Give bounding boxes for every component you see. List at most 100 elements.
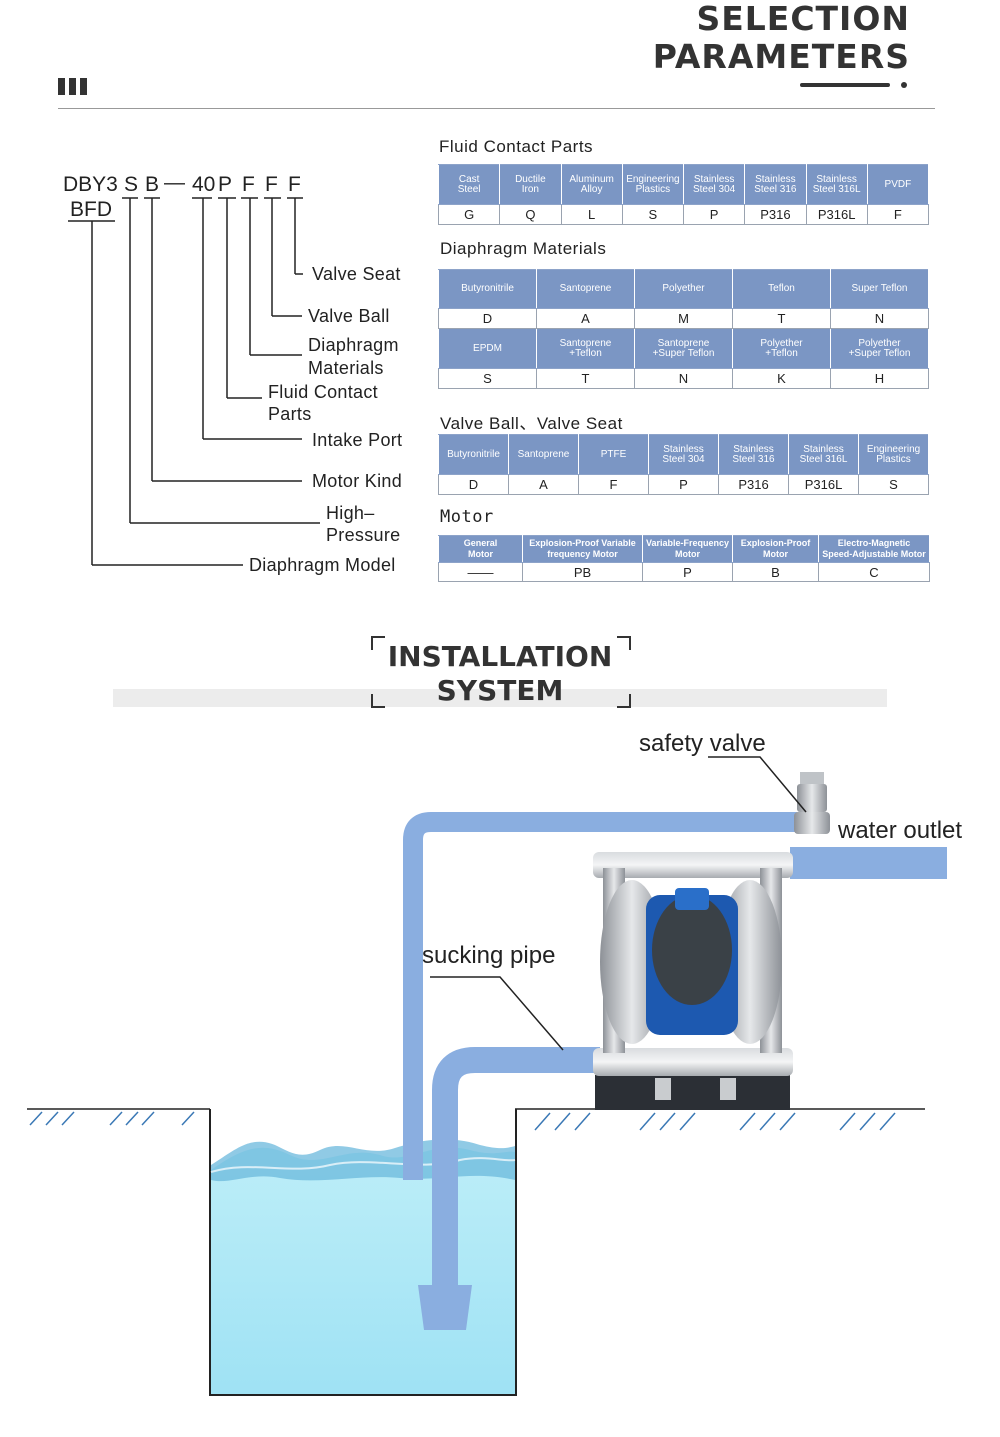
water-wave [211,1139,515,1182]
label-fluid-contact-1: Fluid Contact [268,382,378,402]
vb-header-2: PTFE [578,434,649,475]
callout-lines [430,756,807,1051]
bracket-br [617,694,631,708]
label-valve-seat: Valve Seat [312,264,401,284]
dm-header-0: Butyronitrile [438,269,537,309]
water-body [211,1147,515,1394]
mt-code-4: C [818,562,930,582]
installation-diagram [27,756,947,1396]
code-prefix: DBY3 [63,173,118,196]
dm2-header-3: Polyether+Teflon [732,328,831,369]
section-bars-icon [58,78,91,100]
installation-title-1: INSTALLATION [387,640,613,673]
dm2-header-0: EPDM [438,328,537,369]
fc-code-6: P316L [805,204,868,225]
page-title: SELECTION PARAMETERS [653,0,910,76]
diaphragm-table: Butyronitrile Santoprene Polyether Teflo… [438,269,929,389]
dm2-header-2: Santoprene+Super Teflon [634,328,733,369]
return-pipe [403,812,805,1180]
title-line-1: SELECTION [696,0,910,38]
bracket-bl [371,694,385,708]
fc-header-7: PVDF [866,164,930,205]
mt-code-3: B [732,562,819,582]
dm2-code-0: S [438,368,537,389]
vb-code-5: P316L [788,474,859,495]
dm2-code-1: T [536,368,635,389]
fc-code-4: P [682,204,746,225]
ground-right [515,1108,925,1131]
diaphragm-pump-image [593,852,793,1110]
fc-code-2: L [560,204,623,225]
vb-code-0: D [438,474,509,495]
label-diaphragm-model: Diaphragm Model [249,555,396,575]
water-highlight [210,1157,516,1173]
dm-code-2: M [634,308,733,329]
code-p: P [218,173,233,196]
installation-title-2: SYSTEM [436,674,564,707]
code-f3: F [288,173,301,196]
dm-code-3: T [732,308,831,329]
code-leader-lines [68,197,320,566]
dm2-code-2: N [634,368,733,389]
bracket-tr [617,636,631,650]
fluid-contact-title: Fluid Contact Parts [439,137,594,156]
dm-code-1: A [536,308,635,329]
label-high-pressure-1: High– [326,503,375,523]
label-high-pressure-2: Pressure [326,525,401,545]
code-f1: F [242,173,255,196]
motor-title: Motor [440,507,494,527]
code-size: 40 [192,173,216,196]
safety-valve-image [794,772,830,834]
label-intake-port: Intake Port [312,430,403,450]
dm-code-0: D [438,308,537,329]
code-b: B [145,173,160,196]
label-diaphragm-materials-2: Materials [308,358,384,378]
vb-header-1: Santoprene [508,434,579,475]
title-underline [800,83,890,87]
vb-code-3: P [648,474,719,495]
water-outlet-label: water outlet [838,817,963,844]
code-dash: — [164,171,185,194]
fc-code-7: F [866,204,930,225]
dm2-header-1: Santoprene+Teflon [536,328,635,369]
vb-code-2: F [578,474,649,495]
vb-code-1: A [508,474,579,495]
fc-code-1: Q [499,204,562,225]
label-fluid-contact-2: Parts [268,404,312,424]
installation-band [113,689,887,707]
mt-code-0: —— [438,562,523,582]
title-dot [901,82,907,88]
valve-title: Valve Ball、Valve Seat [440,414,623,433]
code-f2: F [265,173,278,196]
pit-outline [209,1109,517,1396]
fc-code-5: P316 [744,204,807,225]
code-bfd: BFD [70,198,112,221]
bracket-tl [371,636,385,650]
dm-header-2: Polyether [634,269,733,309]
vb-code-4: P316 [718,474,789,495]
ground-left [27,1108,210,1126]
sucking-pipe-label: sucking pipe [422,942,556,969]
dm-header-1: Santoprene [536,269,635,309]
dm-code-4: N [830,308,929,329]
dm-header-3: Teflon [732,269,831,309]
diaphragm-title: Diaphragm Materials [440,239,607,258]
title-line-2: PARAMETERS [652,37,910,76]
dm2-code-3: K [732,368,831,389]
vb-code-6: S [858,474,929,495]
